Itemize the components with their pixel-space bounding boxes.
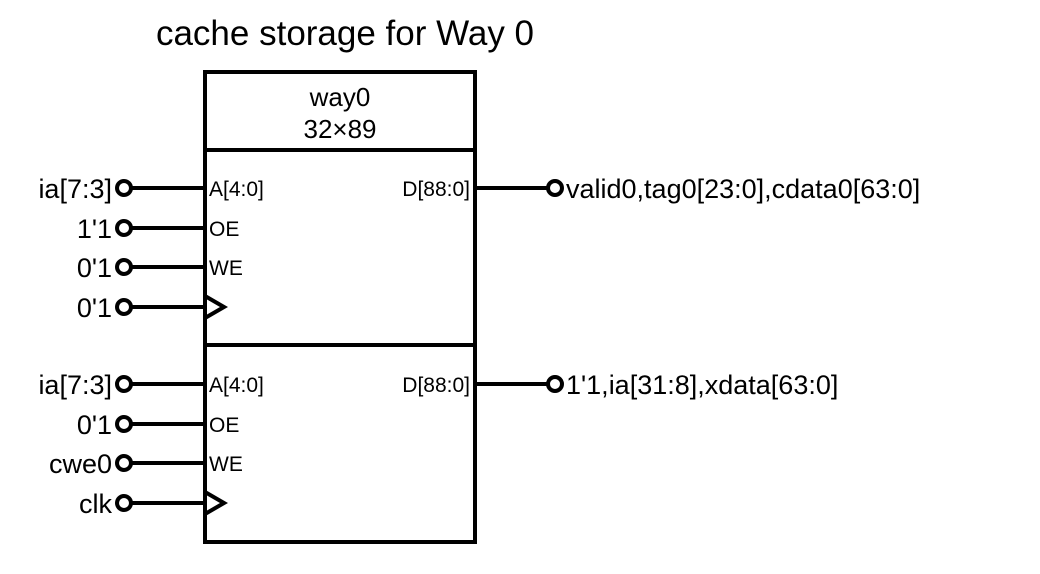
port-0-input-address: ia[7:3] A[4:0] [38,174,263,204]
port-1-input-clock: clk [79,489,228,519]
signal-label: ia[7:3] [38,370,112,400]
signal-label: clk [79,489,112,519]
port-0-input-we: 0'1 WE [77,253,243,283]
output-terminal [546,179,564,197]
pin-label: WE [209,257,243,280]
input-terminal [115,494,133,512]
pin-label: D[88:0] [402,178,470,201]
signal-label: 0'1 [77,253,112,283]
pin-label: A[4:0] [209,178,264,201]
signal-label: 1'1 [77,214,112,244]
input-terminal [115,454,133,472]
signal-label: cwe0 [49,449,112,479]
pin-label: WE [209,453,243,476]
port-0-input-clock: 0'1 [77,293,228,323]
diagram-title: cache storage for Way 0 [156,14,534,53]
signal-label: valid0,tag0[23:0],cdata0[63:0] [566,174,920,204]
port-1-input-we: cwe0 WE [49,449,243,479]
block-size: 32×89 [303,114,376,144]
output-terminal [546,375,564,393]
pin-label: OE [209,218,239,241]
input-terminal [115,298,133,316]
pin-label: A[4:0] [209,374,264,397]
port-1-output: D[88:0] 1'1,ia[31:8],xdata[63:0] [402,370,838,400]
input-terminal [115,415,133,433]
pin-label: OE [209,414,239,437]
input-terminal [115,219,133,237]
clock-triangle-icon [203,490,228,516]
input-terminal [115,375,133,393]
port-0-output: D[88:0] valid0,tag0[23:0],cdata0[63:0] [402,174,920,204]
block-name: way0 [309,82,371,112]
signal-label: 0'1 [77,410,112,440]
port-0: ia[7:3] A[4:0] 1'1 OE 0'1 WE 0'1 D[ [38,174,920,323]
pin-label: D[88:0] [402,374,470,397]
clock-triangle-icon [203,294,228,320]
signal-label: 1'1,ia[31:8],xdata[63:0] [566,370,838,400]
signal-label: ia[7:3] [38,174,112,204]
input-terminal [115,179,133,197]
port-1-input-address: ia[7:3] A[4:0] [38,370,263,400]
signal-label: 0'1 [77,293,112,323]
port-1-input-oe: 0'1 OE [77,410,240,440]
input-terminal [115,258,133,276]
port-0-input-oe: 1'1 OE [77,214,240,244]
port-1: ia[7:3] A[4:0] 0'1 OE cwe0 WE clk D [38,370,838,519]
